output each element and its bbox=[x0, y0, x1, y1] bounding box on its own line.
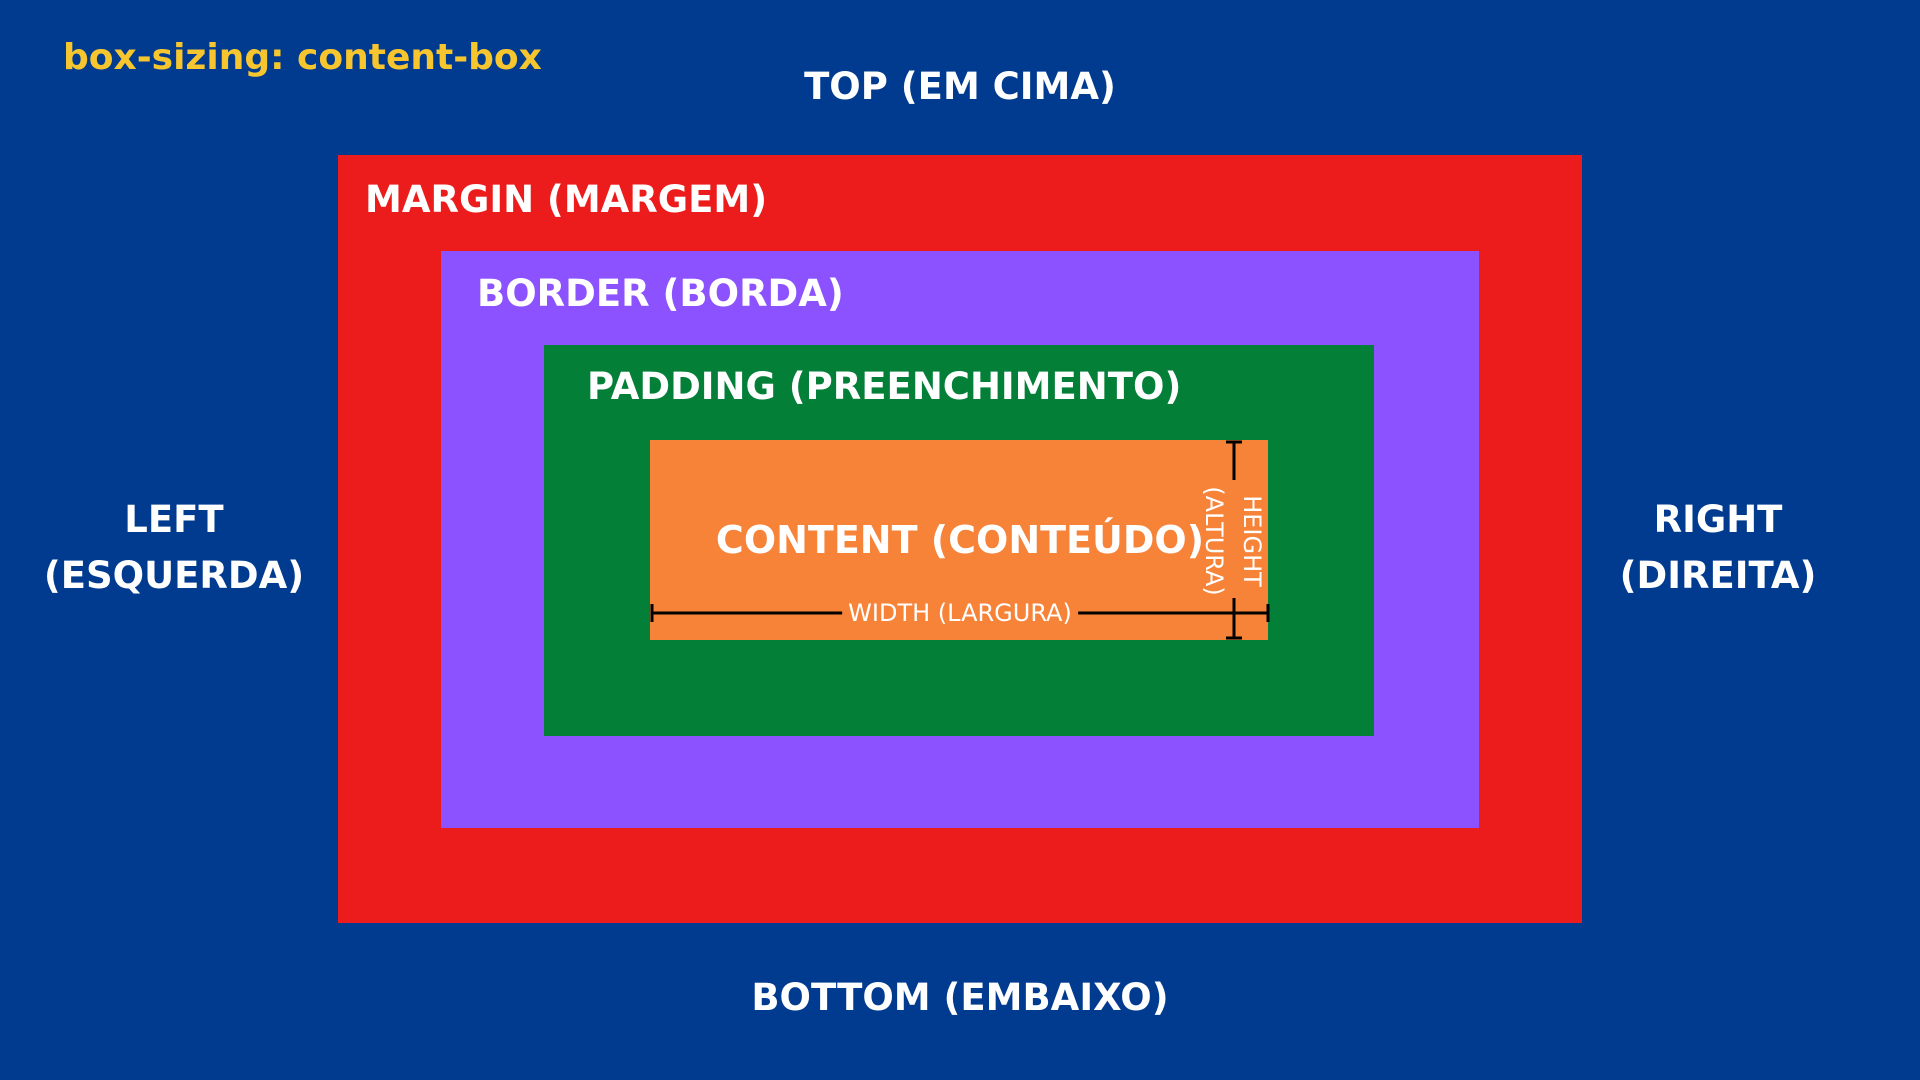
margin-label: MARGIN (MARGEM) bbox=[365, 178, 768, 221]
right-side-label-line2: (DIREITA) bbox=[1619, 554, 1817, 597]
padding-label: PADDING (PREENCHIMENTO) bbox=[587, 365, 1182, 408]
content-label: CONTENT (CONTEÚDO) bbox=[715, 518, 1205, 562]
top-side-label: TOP (EM CIMA) bbox=[804, 65, 1116, 108]
width-label: WIDTH (LARGURA) bbox=[842, 601, 1078, 625]
border-label: BORDER (BORDA) bbox=[477, 272, 844, 315]
diagram-title: box-sizing: content-box bbox=[63, 37, 542, 78]
right-side-label: RIGHT (DIREITA) bbox=[1620, 492, 1817, 604]
left-side-label-line1: LEFT bbox=[124, 498, 224, 541]
bottom-side-label: BOTTOM (EMBAIXO) bbox=[751, 976, 1169, 1019]
left-side-label-line2: (ESQUERDA) bbox=[43, 554, 305, 597]
right-side-label-line1: RIGHT bbox=[1653, 498, 1783, 541]
height-label-alt: (ALTURA) bbox=[1200, 486, 1228, 596]
left-side-label: LEFT (ESQUERDA) bbox=[44, 492, 304, 604]
height-label: HEIGHT bbox=[1238, 495, 1266, 587]
